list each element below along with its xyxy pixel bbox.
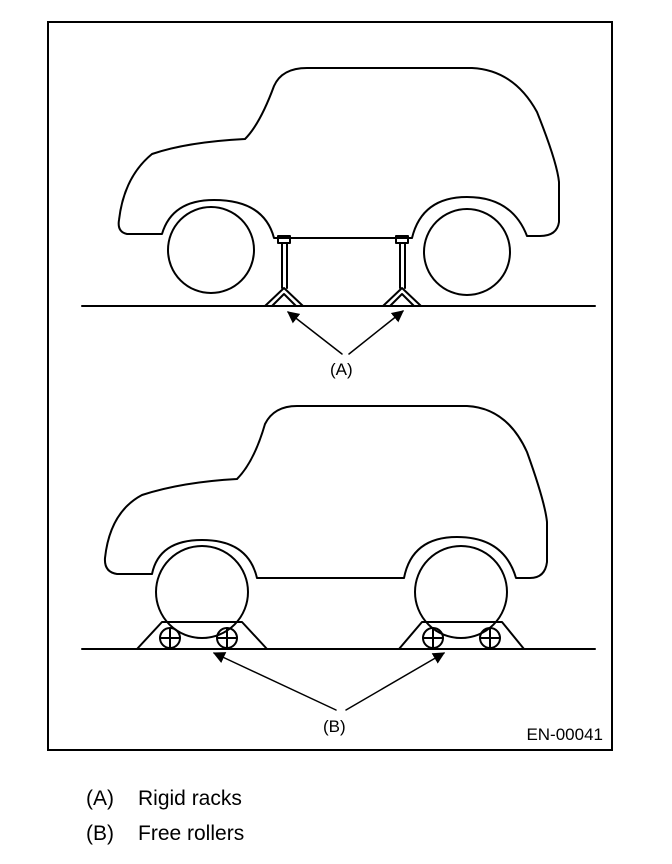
leader-a-right xyxy=(348,310,404,355)
car-body-top xyxy=(117,67,560,239)
free-roller-rear xyxy=(398,621,525,650)
free-roller-front xyxy=(136,621,268,650)
car-body-bottom xyxy=(103,405,548,579)
front-wheel-bottom xyxy=(155,545,249,639)
figure-id: EN-00041 xyxy=(526,725,603,744)
diagram-frame: (A) (B) EN-00041 xyxy=(47,21,613,751)
car-on-free-rollers xyxy=(81,405,596,711)
callout-a-label: (A) xyxy=(330,360,353,379)
legend-item-a: (A) Rigid racks xyxy=(86,786,242,812)
rigid-rack-rear xyxy=(382,235,422,307)
legend-item-b: (B) Free rollers xyxy=(86,821,244,847)
legend-text-b: Free rollers xyxy=(138,822,245,845)
rear-wheel-bottom xyxy=(414,545,508,639)
rigid-rack-front xyxy=(264,235,304,307)
leader-a-left xyxy=(287,311,343,355)
legend-text-a: Rigid racks xyxy=(138,787,242,810)
leader-b-left xyxy=(212,652,337,711)
car-on-rigid-racks xyxy=(81,67,596,355)
callout-b-label: (B) xyxy=(323,717,346,736)
front-wheel-top xyxy=(167,206,255,294)
leader-b-right xyxy=(345,652,446,711)
rear-wheel-top xyxy=(423,208,511,296)
vehicle-support-diagram xyxy=(81,67,596,711)
legend-key-b: (B) xyxy=(86,822,114,845)
legend-key-a: (A) xyxy=(86,787,114,810)
